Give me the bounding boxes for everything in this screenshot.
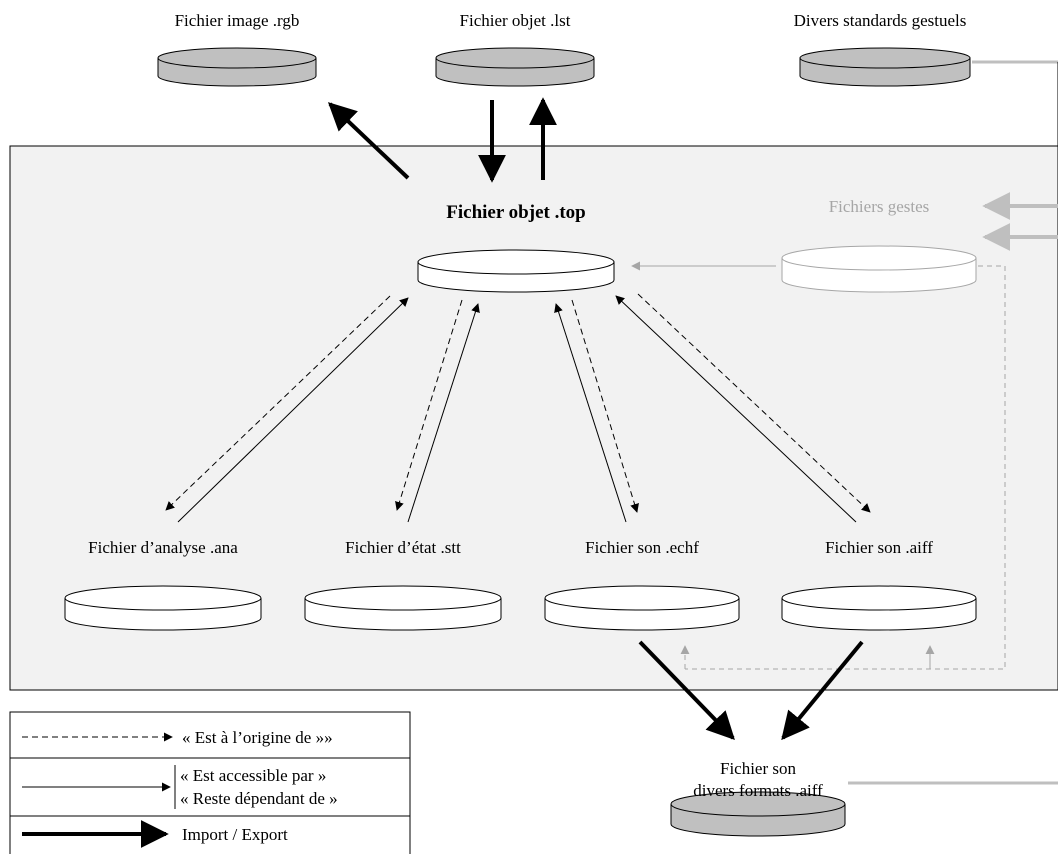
legend-origin-label: « Est à l’origine de »» bbox=[182, 728, 333, 747]
disk-top bbox=[417, 249, 615, 293]
label-echf: Fichier son .echf bbox=[585, 538, 699, 557]
disk-ana bbox=[64, 585, 262, 631]
arrow-ana-access-top bbox=[177, 297, 409, 523]
legend-importexport-label: Import / Export bbox=[182, 825, 288, 844]
arrow-top-origin-ana bbox=[165, 295, 391, 511]
label-external-sound-line2: divers formats .aiff bbox=[693, 781, 823, 800]
disk-gestures bbox=[781, 245, 977, 293]
arrow-top-origin-stt bbox=[395, 299, 463, 511]
legend: « Est à l’origine de »» « Est accessible… bbox=[9, 711, 411, 854]
disk-external-sound bbox=[670, 791, 846, 837]
disk-rgb bbox=[157, 47, 317, 87]
label-stt: Fichier d’état .stt bbox=[345, 538, 461, 557]
label-ana: Fichier d’analyse .ana bbox=[88, 538, 238, 557]
label-gestures: Fichiers gestes bbox=[829, 197, 930, 216]
disk-echf bbox=[544, 585, 740, 631]
disk-stt bbox=[304, 585, 502, 631]
label-lst: Fichier objet .lst bbox=[460, 11, 571, 30]
arrow-aiff-to-external bbox=[781, 640, 864, 741]
disk-lst bbox=[435, 47, 595, 87]
arrow-top-origin-echf bbox=[571, 299, 639, 513]
disk-gestures-standard bbox=[799, 47, 971, 87]
disk-aiff bbox=[781, 585, 977, 631]
label-gestures-standard: Divers standards gestuels bbox=[794, 11, 967, 30]
legend-depend-label: « Reste dépendant de » bbox=[180, 789, 338, 808]
label-rgb: Fichier image .rgb bbox=[175, 11, 300, 30]
arrow-echf-access-top bbox=[554, 303, 627, 523]
legend-access-label: « Est accessible par » bbox=[180, 766, 326, 785]
label-top: Fichier objet .top bbox=[446, 202, 586, 223]
label-external-sound-line1: Fichier son bbox=[720, 759, 797, 778]
arrow-top-origin-aiff bbox=[637, 293, 871, 513]
label-aiff: Fichier son .aiff bbox=[825, 538, 933, 557]
dashed-feedback-path bbox=[685, 265, 1006, 670]
arrow-aiff-access-top bbox=[615, 295, 857, 523]
arrow-top-to-rgb bbox=[327, 102, 410, 180]
arrow-echf-to-external bbox=[638, 640, 735, 741]
arrow-stt-access-top bbox=[407, 303, 480, 523]
legend-box bbox=[9, 711, 411, 854]
